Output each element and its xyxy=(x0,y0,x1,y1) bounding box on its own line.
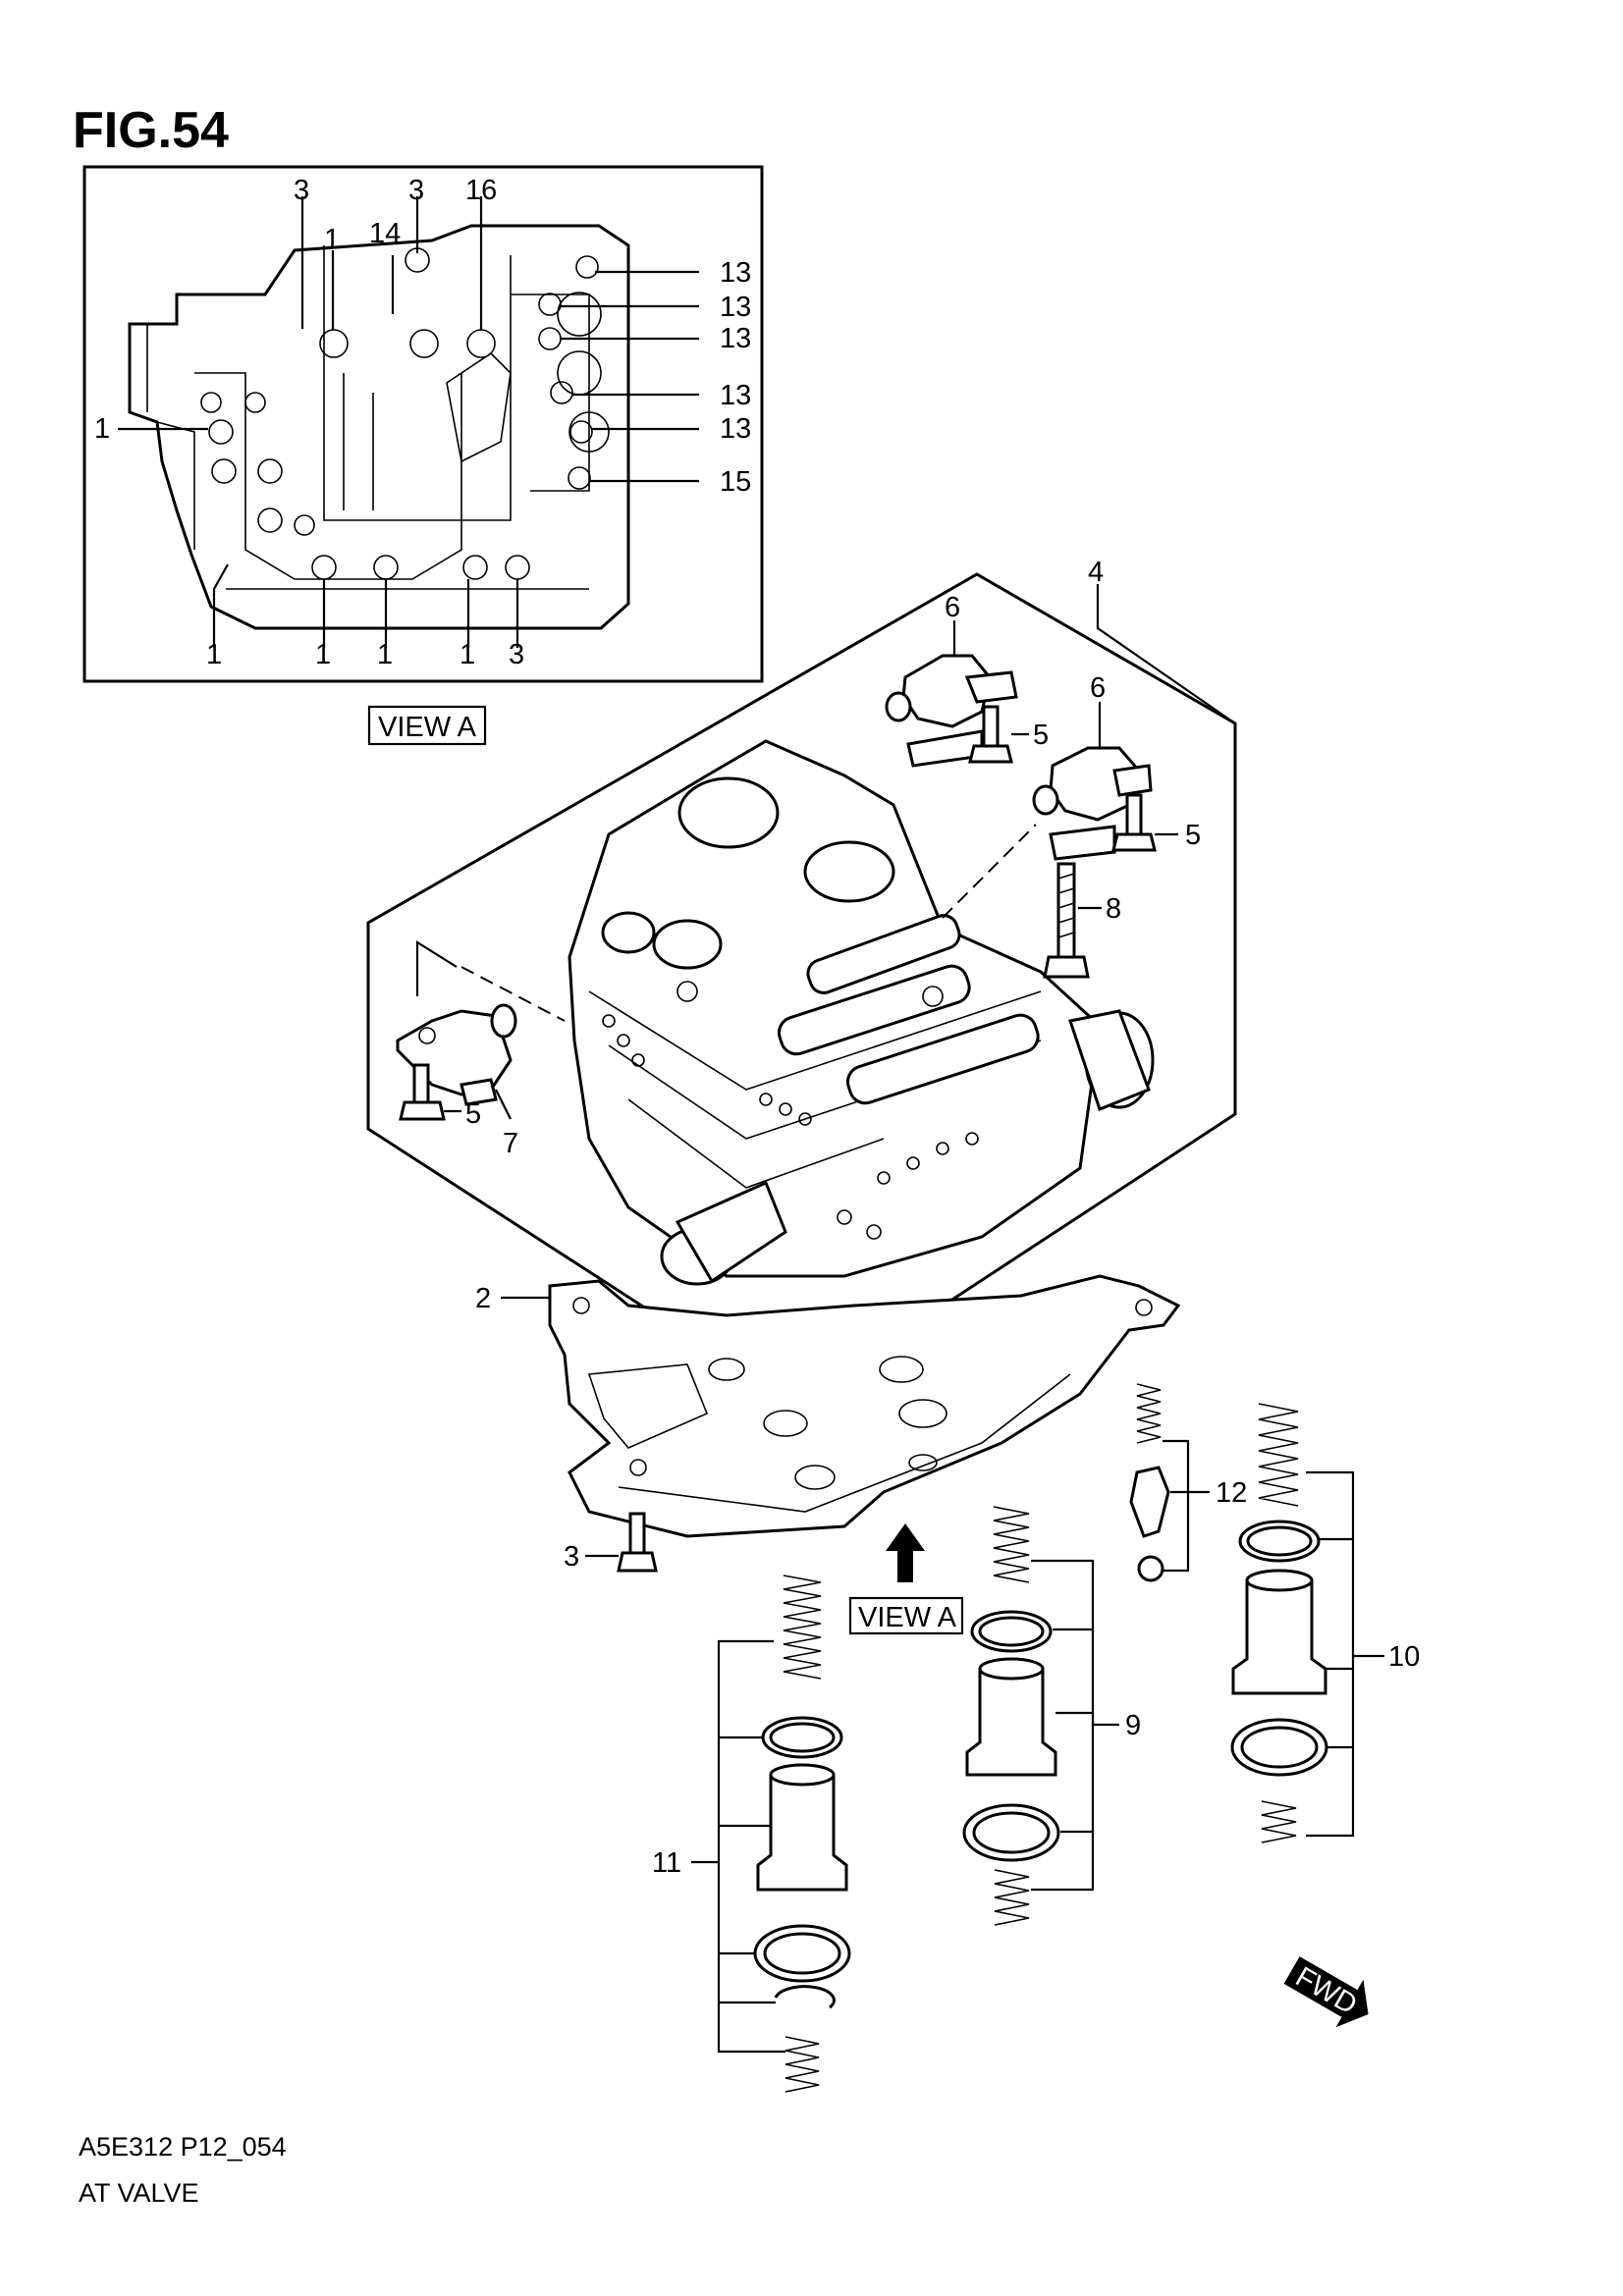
callout-inset-15: 15 xyxy=(720,466,751,498)
callout-inset-1-b2: 1 xyxy=(315,639,331,670)
view-a-box-label: VIEW A xyxy=(378,712,477,743)
footer-code: A5E312 P12_054 xyxy=(79,2132,287,2162)
callout-inset-3b: 3 xyxy=(408,175,424,206)
callout-inset-3-b5: 3 xyxy=(509,639,524,670)
callout-inset-3a: 3 xyxy=(294,175,309,206)
part-10-group: 10 xyxy=(1230,1403,1420,1843)
separator-plate-2: 2 xyxy=(475,1274,1181,1538)
part-12-group: 12 xyxy=(1129,1383,1247,1582)
callout-inset-1-b3: 1 xyxy=(377,639,393,670)
callout-3: 3 xyxy=(564,1541,579,1573)
bolt-5-top: 5 xyxy=(968,705,1049,764)
callout-5-second: 5 xyxy=(1185,820,1201,851)
solenoid-7: 7 xyxy=(396,940,518,1159)
callout-inset-13b: 13 xyxy=(720,292,751,323)
view-a-arrow-label: VIEW A xyxy=(858,1602,957,1633)
callout-inset-1-b1: 1 xyxy=(206,639,222,670)
callout-10: 10 xyxy=(1388,1641,1420,1673)
fwd-label: FWD xyxy=(1290,1961,1362,2021)
callout-inset-16: 16 xyxy=(465,175,497,206)
bolt-3: 3 xyxy=(564,1512,658,1573)
fwd-arrow: FWD xyxy=(1283,1956,1369,2028)
solenoid-6-top: 6 xyxy=(885,592,1018,768)
callout-inset-13d: 13 xyxy=(720,380,751,411)
bolt-5-left: 5 xyxy=(399,1063,481,1130)
footer-name: AT VALVE xyxy=(79,2178,199,2208)
callout-9: 9 xyxy=(1125,1710,1141,1741)
part-9-group: 9 xyxy=(962,1506,1141,1926)
bolt-8: 8 xyxy=(1043,862,1121,979)
view-a-inset: 3 3 16 1 14 1 13 13 13 13 13 15 1 1 1 1 … xyxy=(82,165,764,683)
callout-inset-1-top: 1 xyxy=(324,224,340,255)
callout-8: 8 xyxy=(1106,893,1121,925)
callout-7: 7 xyxy=(503,1128,518,1159)
callout-2: 2 xyxy=(475,1283,491,1314)
callout-12: 12 xyxy=(1216,1477,1247,1509)
view-a-arrow: VIEW A xyxy=(848,1523,964,1635)
callout-6-top: 6 xyxy=(945,592,960,623)
bolt-5-second: 5 xyxy=(1111,793,1201,852)
callout-5-top: 5 xyxy=(1033,720,1049,751)
callout-5-left: 5 xyxy=(465,1098,481,1130)
solenoid-6-second: 6 xyxy=(1032,672,1153,861)
callout-11: 11 xyxy=(652,1847,681,1879)
callout-4: 4 xyxy=(1088,557,1104,588)
callout-inset-13c: 13 xyxy=(720,323,751,354)
callout-inset-14: 14 xyxy=(369,218,401,249)
callout-inset-13e: 13 xyxy=(720,413,751,445)
callout-inset-1-b4: 1 xyxy=(460,639,475,670)
callout-inset-13a: 13 xyxy=(720,257,751,289)
callout-6-second: 6 xyxy=(1090,672,1106,704)
figure-title: FIG.54 xyxy=(73,102,229,159)
part-11-group: 11 xyxy=(652,1575,851,2093)
callout-inset-1-left: 1 xyxy=(94,413,110,445)
valve-body xyxy=(460,739,1155,1286)
